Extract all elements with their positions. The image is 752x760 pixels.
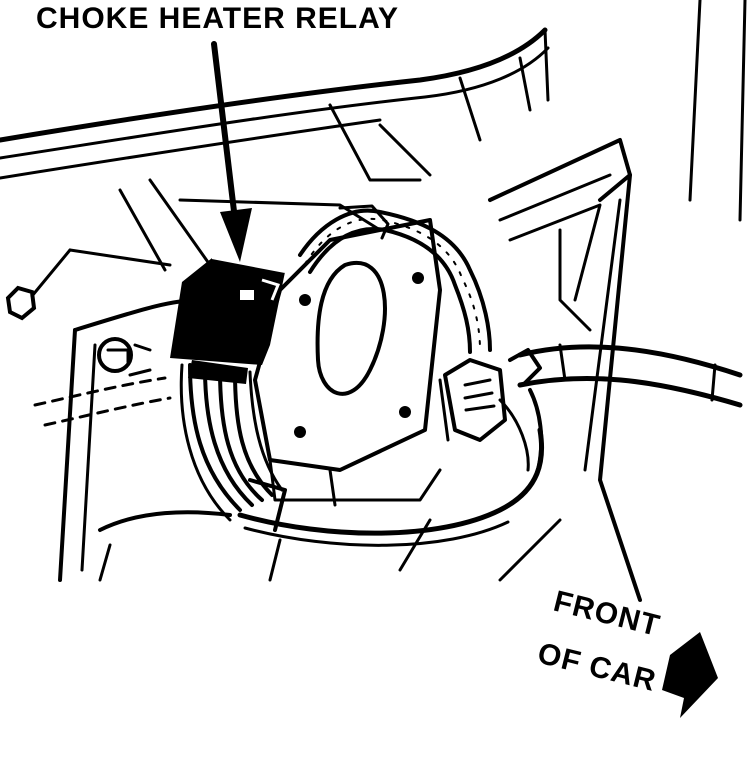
inner-fender-panel xyxy=(488,0,747,602)
front-arrow-icon xyxy=(662,632,718,718)
relay-label: CHOKE HEATER RELAY xyxy=(36,2,399,35)
front-of-car-indicator: FRONT OF CAR xyxy=(534,585,718,718)
fender-outline xyxy=(0,27,550,272)
lower-compartment xyxy=(58,298,562,582)
mounting-plate xyxy=(253,218,442,507)
main-wiring-loom xyxy=(498,343,743,472)
relay-wiring-harness xyxy=(179,360,545,547)
dashed-hose xyxy=(33,376,172,427)
relay-pointer-arrow xyxy=(211,41,252,262)
front-label-line2: OF CAR xyxy=(534,637,659,698)
harness-connector xyxy=(438,358,507,442)
grommet-fitting xyxy=(97,337,152,377)
left-bolt xyxy=(5,248,172,321)
choke-heater-relay xyxy=(170,257,286,365)
front-label-line1: FRONT xyxy=(550,585,663,643)
vacuum-hose xyxy=(298,204,492,354)
